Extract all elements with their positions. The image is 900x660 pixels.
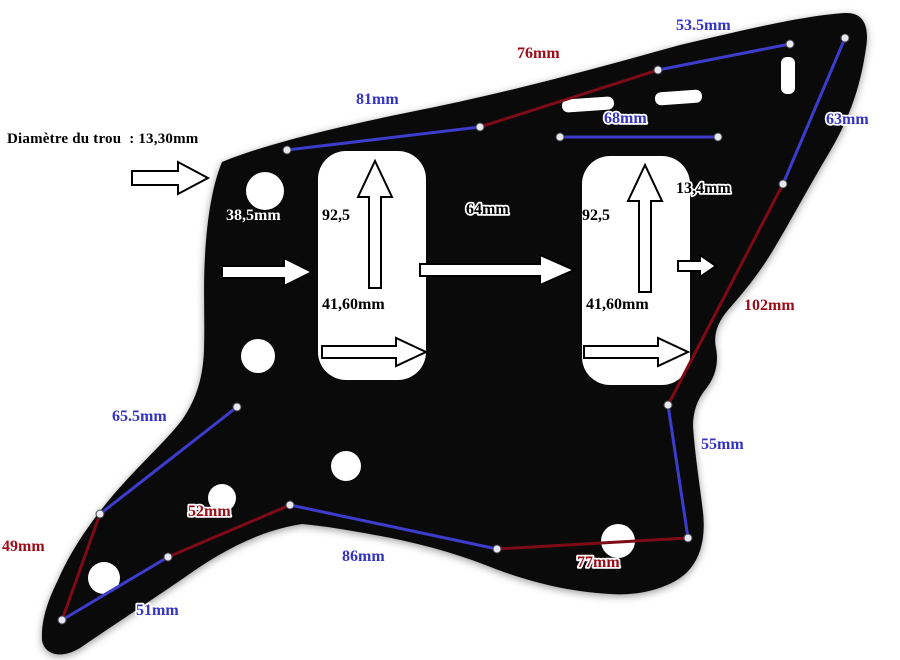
- dimension-lines: [60, 36, 847, 622]
- measure-point: [785, 39, 795, 49]
- mount-hole: [208, 484, 236, 512]
- dimension-line-53.5mm: [656, 42, 792, 72]
- neck-edge-distance-label: 38,5mm: [226, 207, 281, 224]
- measure-point: [282, 145, 292, 155]
- dimension-label-53.5mm: 53.5mm: [676, 17, 731, 34]
- dimension-label-81mm: 81mm: [356, 91, 399, 108]
- dimension-label-63mm: 63mm: [826, 111, 869, 128]
- measure-point: [285, 500, 295, 510]
- pickup-gap-arrow: [419, 253, 577, 287]
- measure-point: [653, 65, 663, 75]
- dimension-line-102mm: [666, 182, 785, 407]
- bridge-screw-slots: [562, 57, 795, 113]
- screw-slot: [655, 89, 702, 106]
- dimension-label-77mm: 77mm: [577, 554, 620, 571]
- hole-diameter-arrow: [131, 160, 211, 196]
- neck-height-arrow: [356, 158, 394, 289]
- pickup-cutout-bridge: [582, 156, 690, 385]
- dimension-label-49mm: 49mm: [2, 538, 45, 555]
- mount-hole: [88, 562, 120, 594]
- dimension-line-76mm: [478, 68, 660, 129]
- hole-diameter-note: Diamètre du trou : 13,30mm: [7, 131, 199, 147]
- mount-hole: [241, 339, 275, 373]
- pickup-gap-label: 64mm: [466, 201, 509, 218]
- dimension-line-65.5mm: [98, 405, 239, 516]
- measure-point: [683, 533, 693, 543]
- bridge-pickup-width-label: 41,60mm: [586, 296, 649, 313]
- dimension-label-51mm: 51mm: [136, 602, 179, 619]
- dimension-label-55mm: 55mm: [701, 436, 744, 453]
- measure-point: [232, 402, 242, 412]
- dimension-label-76mm: 76mm: [517, 45, 560, 62]
- dimension-line-77mm: [495, 536, 690, 551]
- measure-point: [95, 509, 105, 519]
- dimension-label-65.5mm: 65.5mm: [112, 408, 167, 425]
- dimension-line-55mm: [666, 403, 690, 540]
- dimension-label-86mm: 86mm: [342, 548, 385, 565]
- bridge-width-arrow: [583, 336, 691, 368]
- bridge-pickup-height-label: 92,5: [582, 207, 610, 224]
- neck-offset-arrow: [221, 256, 315, 288]
- measure-point: [555, 132, 565, 142]
- dimension-line-63mm: [781, 36, 847, 186]
- neck-pickup-width-label: 41,60mm: [322, 296, 385, 313]
- measure-point: [663, 400, 673, 410]
- mount-hole: [246, 172, 284, 210]
- mounting-holes: [88, 172, 635, 594]
- measure-point: [57, 615, 67, 625]
- bridge-edge-arrow: [677, 253, 718, 279]
- dimension-label-102mm: 102mm: [744, 297, 795, 314]
- bridge-height-arrow: [626, 162, 664, 293]
- dimension-line-51mm: [60, 555, 170, 622]
- mount-hole: [331, 451, 361, 481]
- measure-point: [163, 552, 173, 562]
- bridge-edge-distance-label: 13,4mm: [676, 180, 731, 197]
- neck-width-arrow: [321, 336, 429, 368]
- dimension-labels: 81mm 76mm 53.5mm 63mm 68mm 102mm 55mm 77mm 86mm 5…: [0, 15, 871, 621]
- dimension-label-52mm: 52mm: [188, 503, 231, 520]
- measure-point: [840, 33, 850, 43]
- measure-points: [57, 33, 850, 625]
- measure-point: [713, 132, 723, 142]
- measure-point: [778, 179, 788, 189]
- direction-arrows: [131, 158, 718, 368]
- measure-point: [492, 544, 502, 554]
- dimension-line-52mm: [166, 503, 292, 559]
- dimension-label-68mm: 68mm: [604, 110, 647, 127]
- measure-point: [475, 122, 485, 132]
- measurement-annotations: 38,5mm 92,5 64mm 92,5 13,4mm 41,60mm 41,60mm: [226, 178, 733, 313]
- dimension-line-49mm: [60, 512, 102, 622]
- neck-pickup-height-label: 92,5: [322, 207, 350, 224]
- screw-slot: [562, 96, 614, 113]
- dimension-line-86mm: [288, 503, 499, 551]
- dimension-line-81mm: [285, 125, 482, 152]
- screw-slot: [781, 57, 795, 94]
